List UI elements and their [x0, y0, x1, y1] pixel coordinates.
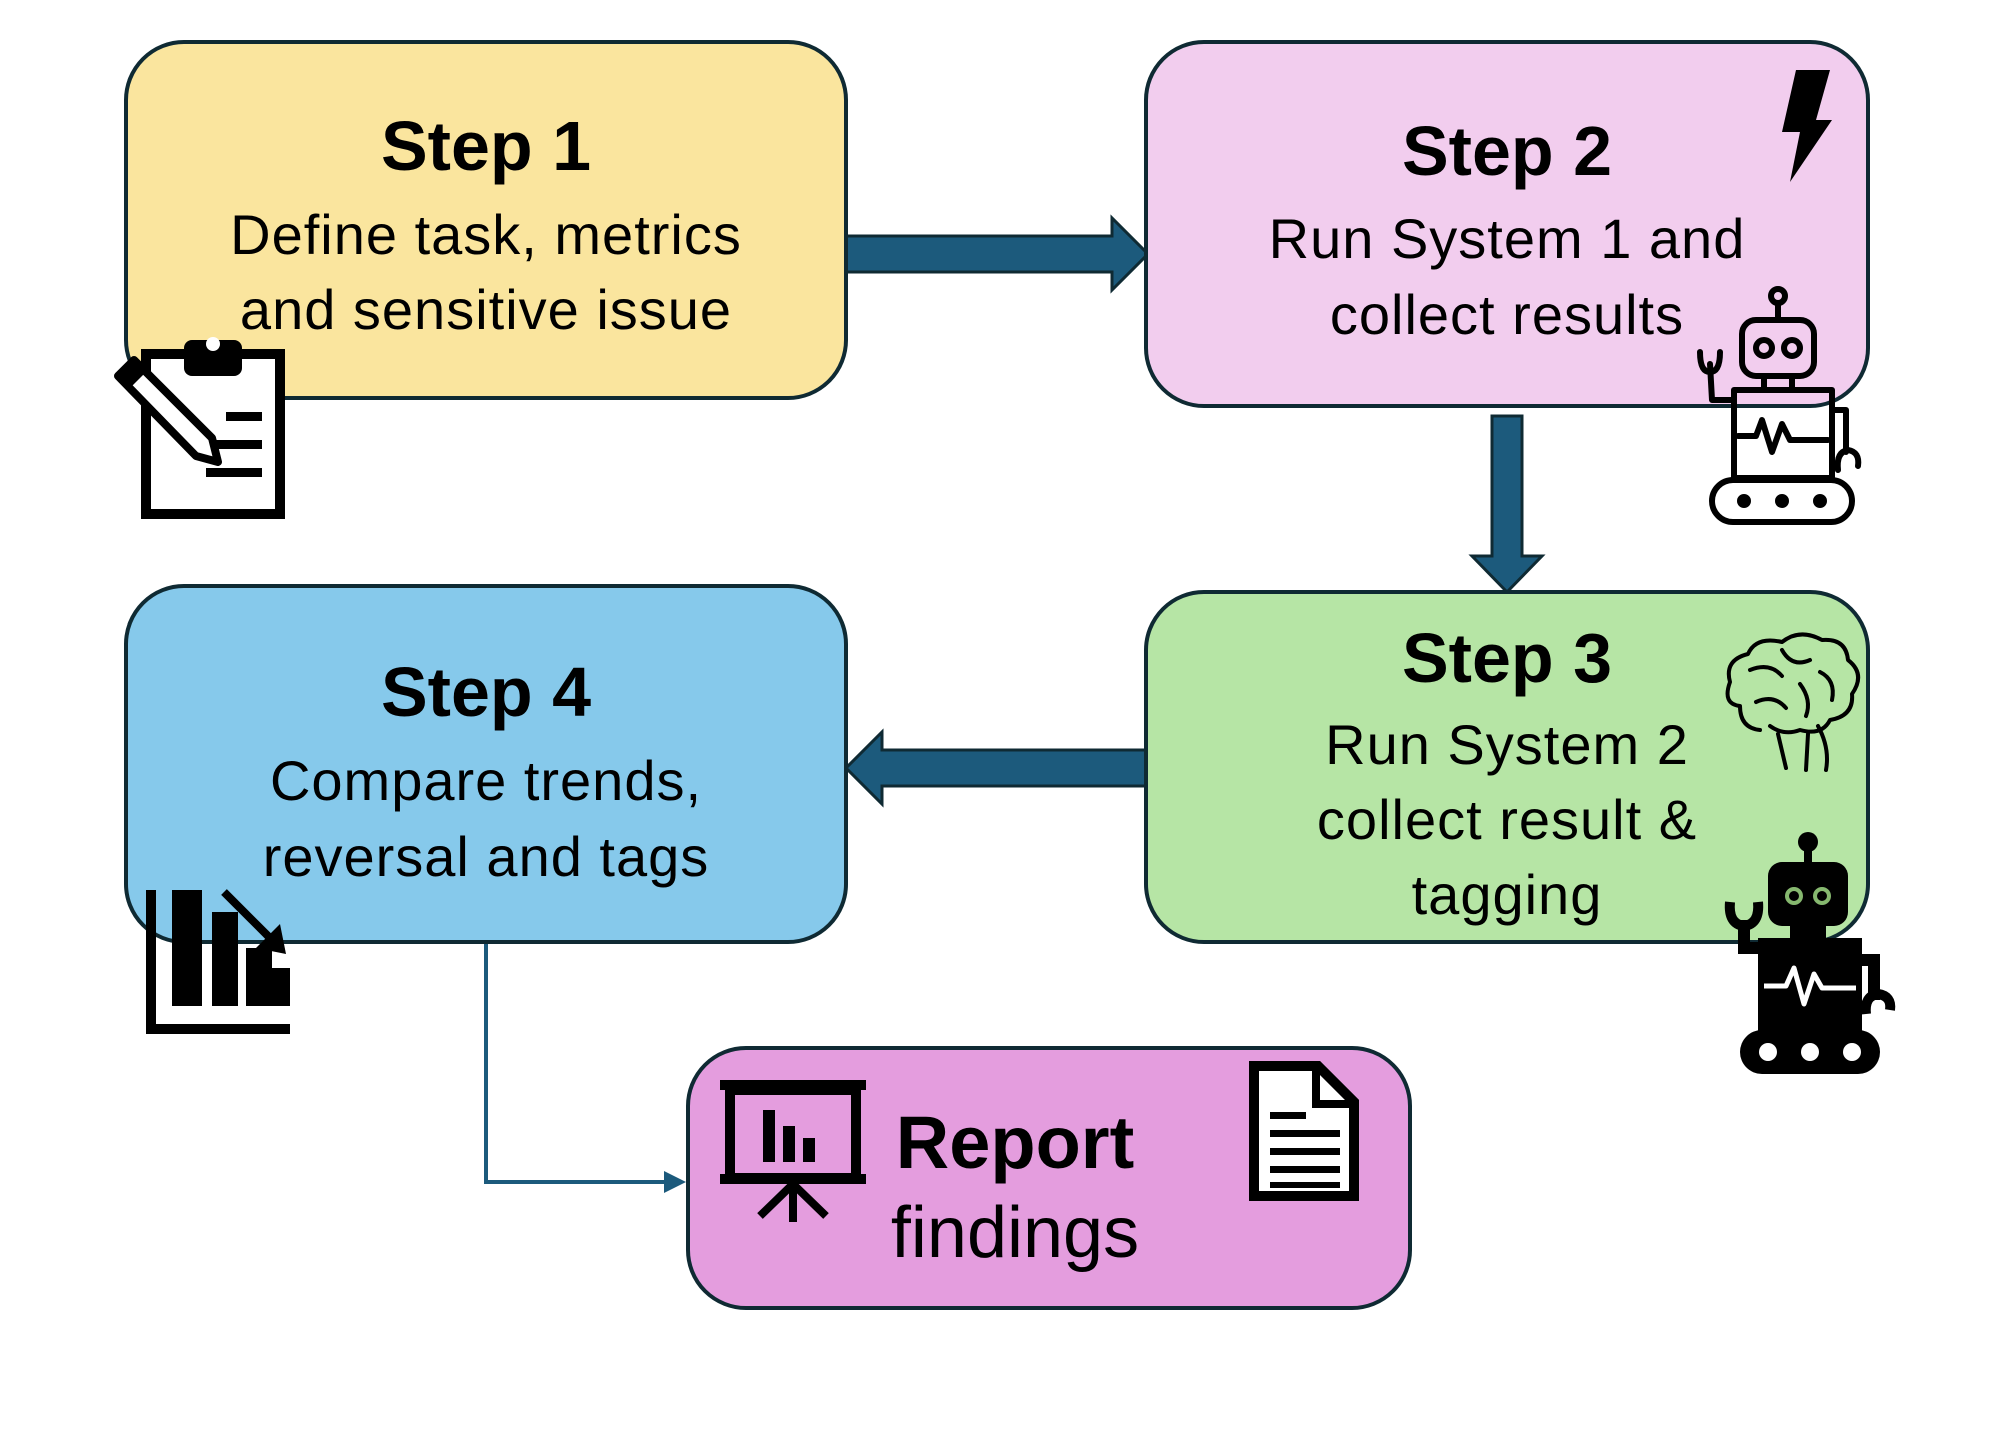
step1-title: Step 1	[380, 107, 592, 185]
declining-chart-icon	[146, 889, 290, 1034]
step4-line2: reversal and tags	[262, 825, 710, 888]
step1-box: Step 1 Define task, metrics and sensitiv…	[124, 40, 848, 400]
arrow-step2-to-step3	[1468, 414, 1546, 595]
step2-line2: collect results	[1329, 283, 1685, 346]
robot-filled-icon	[1724, 832, 1896, 1074]
step3-title: Step 3	[1401, 619, 1613, 697]
report-subtitle: findings	[890, 1193, 1140, 1273]
brain-icon	[1725, 632, 1860, 772]
robot-outline-icon	[1697, 286, 1862, 525]
step4-line1: Compare trends,	[269, 749, 703, 812]
presentation-board-icon	[720, 1080, 866, 1222]
step1-line2: and sensitive issue	[239, 278, 733, 341]
arrow-step4-to-report	[484, 944, 686, 1193]
step2-title: Step 2	[1401, 112, 1613, 190]
arrow-step1-to-step2	[843, 214, 1151, 294]
step2-line1: Run System 1 and	[1268, 207, 1746, 270]
step3-line3: tagging	[1411, 863, 1603, 926]
step2-box: Step 2 Run System 1 and collect results	[1144, 40, 1870, 408]
report-title: Report	[895, 1101, 1135, 1184]
step4-title: Step 4	[380, 653, 592, 731]
step3-line2: collect result &	[1316, 788, 1698, 851]
step3-line1: Run System 2	[1325, 713, 1689, 776]
step1-line1: Define task, metrics	[230, 203, 742, 266]
lightning-icon	[1782, 70, 1832, 182]
document-icon	[1249, 1061, 1359, 1201]
clipboard-icon	[114, 337, 285, 519]
step4-box: Step 4 Compare trends, reversal and tags	[124, 584, 848, 944]
arrow-step3-to-step4	[843, 728, 1150, 808]
